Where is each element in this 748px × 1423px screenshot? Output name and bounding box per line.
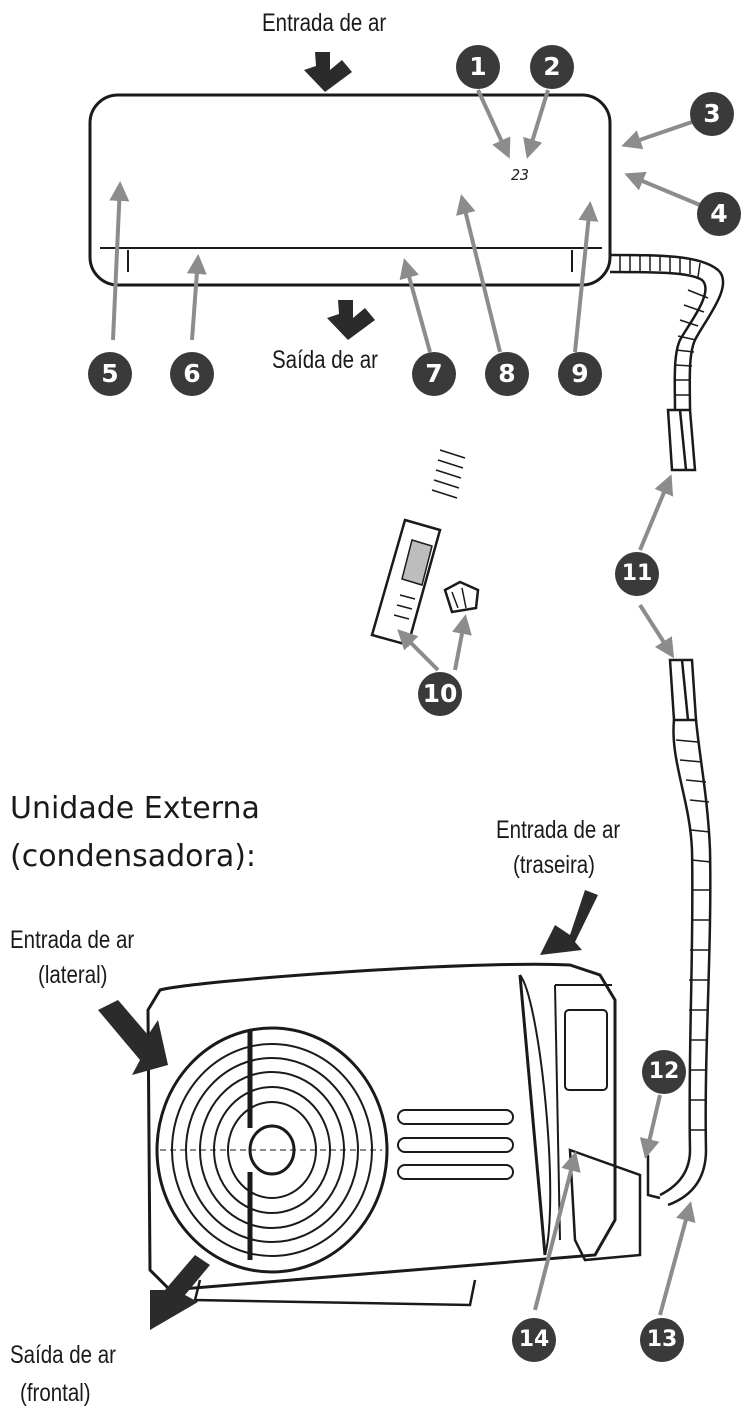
air-in-rear-label: Entrada de ar (496, 816, 621, 844)
remote-control (370, 449, 480, 647)
callout-14: 14 (512, 1318, 556, 1362)
temperature-display: 23 (511, 166, 530, 184)
callout-5: 5 (88, 352, 132, 396)
air-out-front-label: Saída de ar (10, 1341, 116, 1369)
callout-13: 13 (640, 1318, 684, 1362)
air-in-top-arrow (304, 52, 352, 92)
fan-grille (155, 1026, 389, 1274)
air-in-rear-arrow (540, 890, 598, 955)
callout-10: 10 (418, 672, 462, 716)
callout-2: 2 (530, 45, 574, 89)
outdoor-heading-line1: Unidade Externa (10, 791, 260, 826)
callout-8: 8 (485, 352, 529, 396)
outdoor-heading-line2: (condensadora): (10, 839, 257, 874)
connection-pipe (646, 658, 712, 1207)
air-in-side-label: Entrada de ar (10, 926, 135, 954)
air-out-bottom-arrow (327, 300, 375, 340)
indoor-pipe (609, 253, 725, 472)
callout-6: 6 (170, 352, 214, 396)
air-in-rear-sublabel: (traseira) (513, 851, 596, 879)
callout-leaders (109, 89, 701, 1316)
callout-4: 4 (697, 192, 741, 236)
outdoor-unit (146, 962, 642, 1307)
callout-12: 12 (642, 1050, 686, 1094)
air-out-front-arrow (150, 1255, 210, 1330)
air-in-top-label: Entrada de ar (262, 9, 387, 37)
indoor-unit (88, 93, 612, 287)
air-in-side-arrow (98, 1000, 168, 1075)
callout-3: 3 (690, 92, 734, 136)
air-in-side-sublabel: (lateral) (38, 961, 108, 989)
air-out-front-sublabel: (frontal) (20, 1379, 91, 1407)
air-out-bottom-label: Saída de ar (272, 346, 378, 374)
callout-9: 9 (558, 352, 602, 396)
callout-1: 1 (456, 45, 500, 89)
callout-11: 11 (615, 552, 659, 596)
callout-7: 7 (412, 352, 456, 396)
